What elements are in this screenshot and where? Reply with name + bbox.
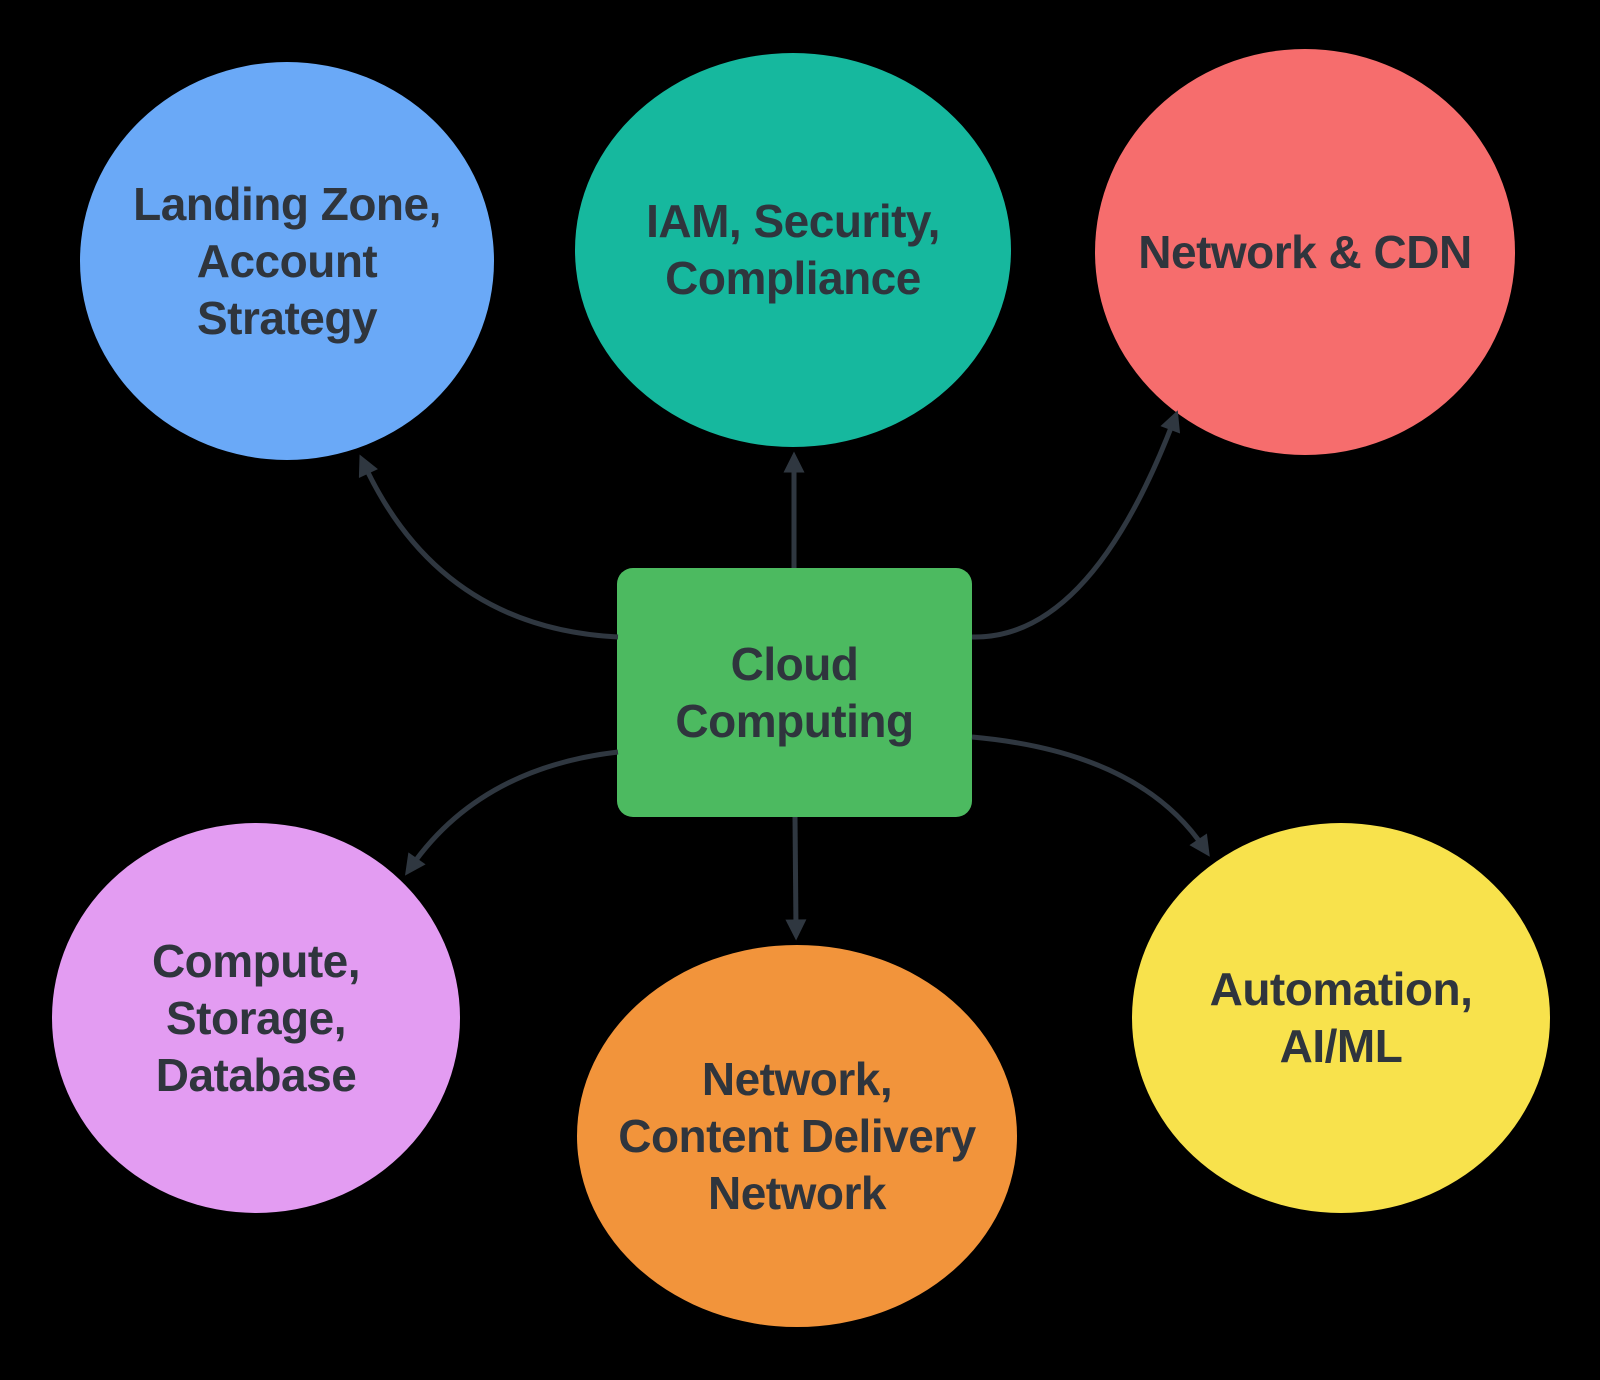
node-network-and-cdn: Network & CDN <box>1095 49 1515 455</box>
node-label-line: Computing <box>675 694 914 747</box>
node-cloud-computing-center: Cloud Computing <box>617 568 972 817</box>
node-label-line: Network & CDN <box>1138 225 1472 278</box>
node-label-line: Database <box>155 1048 357 1101</box>
edge-center-to-landing-zone <box>358 454 619 640</box>
edge-center-to-content-delivery <box>785 816 807 941</box>
node-iam-security-compliance: IAM, Security, Compliance <box>575 53 1011 447</box>
node-landing-zone-account-strategy: Landing Zone, Account Strategy <box>80 62 494 460</box>
edge-center-to-compute-storage <box>404 749 619 876</box>
node-label-line: IAM, Security, <box>646 195 940 247</box>
node-label-line: Compute, <box>151 934 361 987</box>
node-label-line: Account <box>196 234 378 287</box>
node-label-line: Strategy <box>196 291 378 344</box>
edge-center-to-network-cdn <box>971 410 1181 640</box>
node-label-line: Storage, <box>165 991 347 1044</box>
node-label-line: Landing Zone, <box>133 177 441 230</box>
edge-center-to-automation <box>971 734 1210 857</box>
node-label-line: Network, <box>701 1052 893 1105</box>
node-label-line: Compliance <box>665 252 921 304</box>
node-automation-ai-ml: Automation, AI/ML <box>1132 823 1550 1213</box>
node-compute-storage-database: Compute, Storage, Database <box>52 823 460 1213</box>
node-label-line: Content Delivery <box>618 1109 976 1162</box>
node-label-line: Cloud <box>730 637 859 690</box>
node-network-content-delivery-network: Network, Content Delivery Network <box>577 945 1017 1327</box>
node-label-line: AI/ML <box>1279 1020 1403 1072</box>
node-label-line: Automation, <box>1209 963 1473 1015</box>
node-label-line: Network <box>708 1166 886 1219</box>
